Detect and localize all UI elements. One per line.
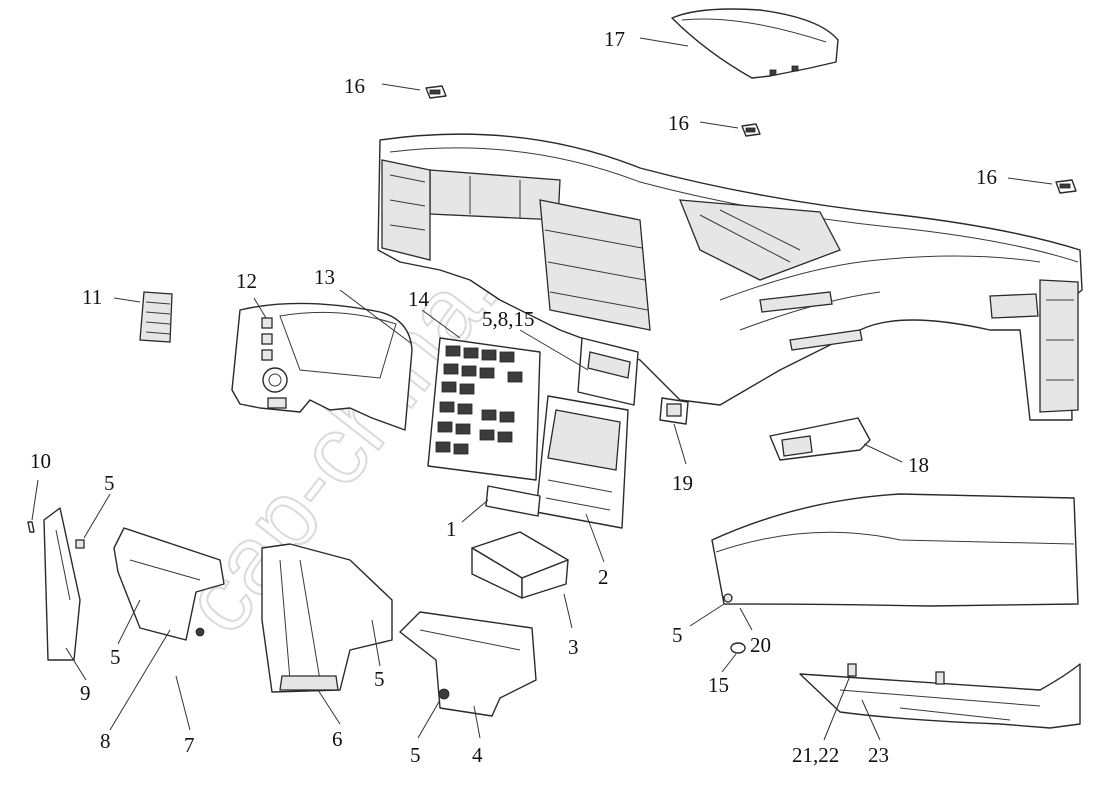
callout-15: 15 (708, 673, 729, 697)
callout-6: 6 (332, 727, 343, 751)
part-23-glove-box (799, 663, 1081, 729)
callout-5-8-15: 5,8,15 (482, 307, 535, 331)
part-8-lower-bracket (113, 527, 225, 641)
callout-5-bracket: 5 (110, 645, 121, 669)
callout-5-side: 5 (410, 743, 421, 767)
callout-labels: 17 16 16 16 11 12 13 14 5,8,15 19 18 10 … (30, 27, 997, 767)
part-16-clip-right (1055, 179, 1077, 194)
screw-5-left (75, 539, 85, 549)
switch-grid (435, 345, 523, 455)
callout-17: 17 (604, 27, 625, 51)
callout-18: 18 (908, 453, 929, 477)
callout-13: 13 (314, 265, 335, 289)
part-11-switch-block (139, 291, 173, 343)
callout-5-console: 5 (374, 667, 385, 691)
callout-11: 11 (82, 285, 102, 309)
part-18-vent-bezel (769, 417, 871, 461)
callout-16-right: 16 (976, 165, 997, 189)
callout-14: 14 (408, 287, 430, 311)
part-15-cap (730, 642, 746, 654)
part-6-console-support (261, 543, 393, 693)
callout-2: 2 (598, 565, 609, 589)
callout-8: 8 (100, 729, 111, 753)
part-9-side-trim (43, 507, 81, 661)
part-1-plate (485, 485, 541, 517)
part-16-clip-left (425, 85, 447, 99)
callout-3: 3 (568, 635, 579, 659)
part-19-small-cover (659, 397, 689, 425)
part-3-storage-box (471, 531, 569, 599)
callout-10: 10 (30, 449, 51, 473)
callout-16-left: 16 (344, 74, 365, 98)
part-4-side-bracket (399, 611, 537, 717)
part-2-radio-frame (535, 395, 629, 529)
callout-4: 4 (472, 743, 483, 767)
callout-20: 20 (750, 633, 771, 657)
callout-1: 1 (446, 517, 457, 541)
callout-12: 12 (236, 269, 257, 293)
part-5-8-15-bracket (577, 337, 639, 406)
part-17-top-cover (671, 8, 839, 79)
part-12-instrument-bezel (231, 302, 413, 431)
part-16-clip-center (741, 123, 761, 137)
callout-5-top-left: 5 (104, 471, 115, 495)
callout-21-22: 21,22 (792, 743, 839, 767)
callout-5-panel: 5 (672, 623, 683, 647)
part-10-pin (27, 521, 35, 533)
callout-9: 9 (80, 681, 91, 705)
part-14-switch-panel (427, 337, 541, 481)
callout-7: 7 (184, 733, 195, 757)
part-20-lower-panel (711, 493, 1079, 607)
leader-lines (31, 37, 1053, 741)
callout-23: 23 (868, 743, 889, 767)
callout-16-center: 16 (668, 111, 689, 135)
main-dashboard-body (377, 133, 1083, 421)
callout-19: 19 (672, 471, 693, 495)
